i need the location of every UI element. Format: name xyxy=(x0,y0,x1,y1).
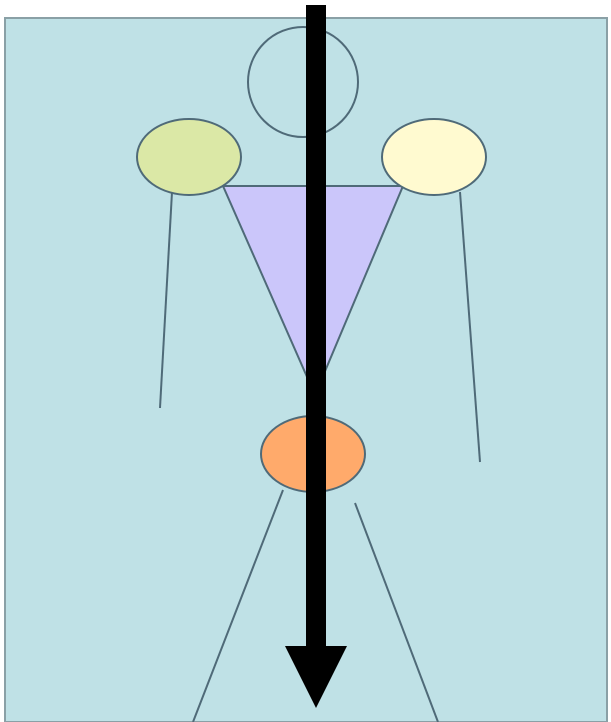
left-shoulder-ellipse xyxy=(137,119,241,195)
arrow-shaft xyxy=(306,5,326,650)
right-shoulder-ellipse xyxy=(382,119,486,195)
